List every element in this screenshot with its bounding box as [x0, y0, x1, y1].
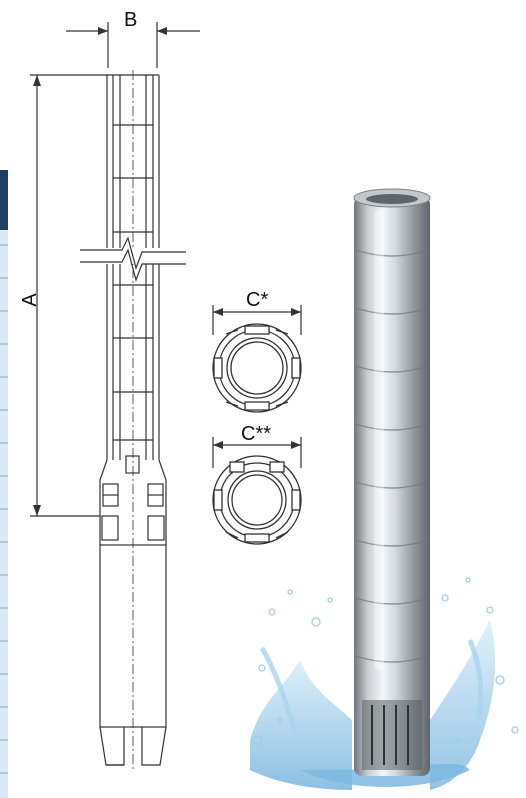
- break-symbol: [78, 236, 186, 282]
- pump-body: [354, 196, 430, 776]
- dimension-b-label: B: [124, 9, 137, 31]
- pump-photo: [250, 188, 519, 790]
- dimension-a-label: A: [19, 293, 41, 307]
- water-splash: [250, 660, 352, 790]
- dimension-c-single-label: C*: [246, 289, 268, 311]
- dimension-b: [66, 22, 200, 68]
- table-edge-strip: [0, 170, 8, 798]
- cross-section-single-cable: [212, 323, 302, 413]
- pump-line-drawing: [99, 70, 167, 770]
- dimension-a: [30, 74, 108, 517]
- dimension-c-double-label: C**: [241, 423, 271, 445]
- cross-section-double-cable: [212, 455, 302, 545]
- dimension-c-double: [212, 437, 302, 468]
- dimension-c-single: [212, 305, 302, 335]
